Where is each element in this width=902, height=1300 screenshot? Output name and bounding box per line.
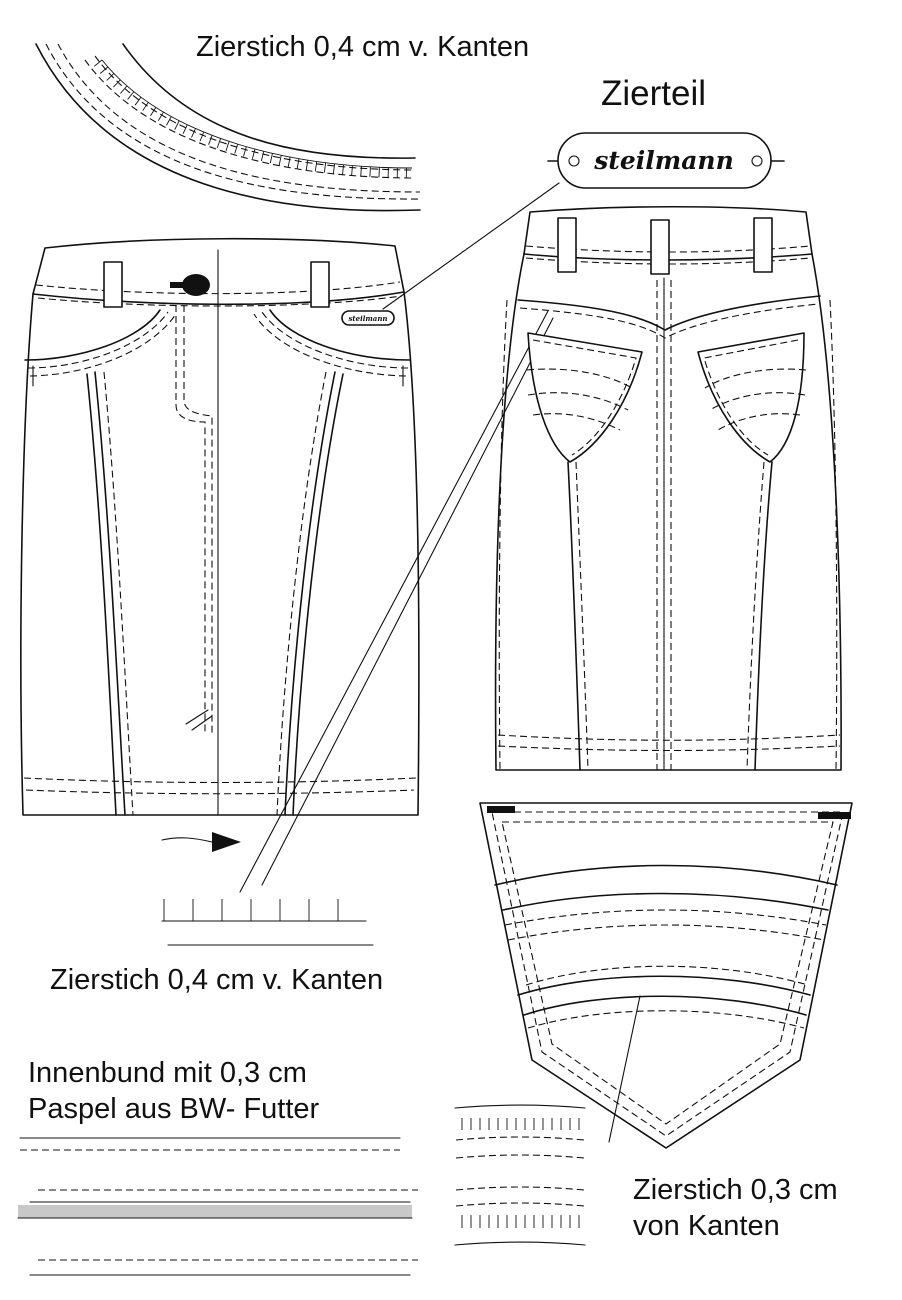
stitch-tick (166, 116, 172, 126)
stitch-tick (182, 124, 188, 134)
stitch-tick (174, 120, 180, 130)
stitch-tick (243, 146, 247, 157)
ornament-plate: steilmann (547, 132, 785, 189)
pointer-line-pocket (608, 995, 641, 1143)
brand-logo-small: steilmann (348, 314, 387, 323)
waistband-curve-detail (35, 43, 421, 212)
stitch-tick (333, 163, 336, 174)
stitch-tick (296, 158, 300, 169)
stitch-tick (142, 102, 149, 111)
label-bottom-stitch-line2: von Kanten (633, 1210, 780, 1242)
stitch-tick (113, 79, 121, 88)
pointer-line-seam-1 (239, 310, 549, 893)
stitch-tick (360, 166, 362, 177)
stitch-tick (199, 131, 205, 142)
label-bottom-stitch-line1: Zierstich 0,3 cm (633, 1174, 838, 1206)
label-top-stitch: Zierstich 0,4 cm v. Kanten (196, 31, 529, 63)
stitch-scale-mid (161, 899, 374, 946)
stitch-tick (351, 165, 353, 176)
stitch-tick (150, 107, 157, 117)
stitch-tick (127, 91, 135, 100)
stitch-tick (305, 160, 309, 171)
label-waistband-line1: Innenbund mit 0,3 cm (28, 1057, 307, 1089)
stitch-tick (158, 111, 164, 121)
pointer-line-seam-2 (261, 317, 554, 886)
stitch-tick (278, 155, 282, 166)
stitch-tick (225, 141, 230, 152)
stitch-tick (314, 161, 318, 172)
stitch-tick (287, 156, 291, 167)
brand-logo-text: steilmann (593, 146, 734, 175)
stitch-tick (342, 164, 344, 175)
stitch-tick (216, 138, 222, 149)
stitch-tick (323, 162, 327, 173)
back-skirt (494, 205, 842, 771)
pointer-line-ornament (382, 182, 560, 310)
waistband-lining-lines (17, 1137, 418, 1276)
label-waistband-line2: Paspel aus BW- Futter (28, 1093, 320, 1125)
label-ornament-title: Zierteil (601, 74, 706, 113)
stitch-tick (208, 135, 213, 145)
stitch-tick (134, 96, 142, 106)
stitch-tick (191, 128, 196, 138)
front-skirt: steilmann (20, 237, 420, 816)
stitch-tick (234, 143, 239, 154)
stitch-tick (100, 66, 109, 74)
stitch-tick (369, 166, 371, 177)
stitch-ticks-top (93, 59, 407, 178)
label-mid-stitch: Zierstich 0,4 cm v. Kanten (50, 964, 383, 996)
stitch-tick (260, 151, 265, 162)
direction-arrow (161, 832, 241, 852)
stitch-tick (106, 73, 115, 81)
stitch-tick (120, 85, 128, 94)
stitch-scale-bottom (454, 1104, 586, 1246)
stitch-tick (93, 59, 103, 67)
stitch-tick (269, 153, 273, 164)
back-pocket-detail (479, 802, 853, 1149)
stitch-tick (251, 148, 256, 159)
